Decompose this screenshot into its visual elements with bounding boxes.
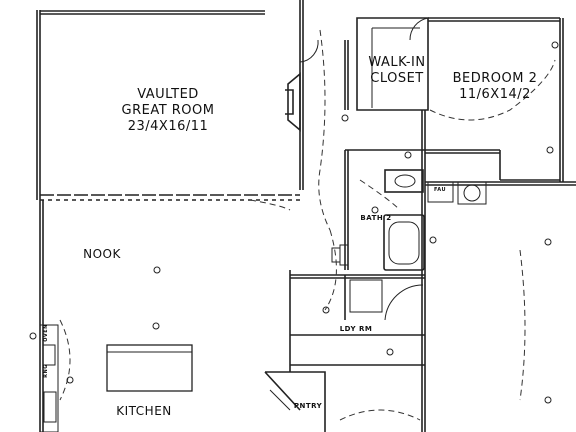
wall-bedroom-bottom: [425, 149, 560, 181]
wall-closet: [356, 17, 429, 111]
wall-top-left: [40, 10, 265, 15]
electrical-runs: [59, 29, 556, 421]
oven-label: OVEN: [43, 324, 49, 342]
kitchen-island: [106, 344, 193, 392]
bathtub: [383, 214, 425, 271]
great-room-name-line1: VAULTED: [137, 87, 199, 102]
great-room-name-line2: GREAT ROOM: [121, 103, 215, 118]
vanity: [384, 169, 424, 193]
tub-inner: [388, 221, 420, 265]
great-room-label: VAULTED GREAT ROOM 23/4X16/11: [108, 87, 228, 135]
washer: [349, 279, 383, 313]
bath2-label: BATH 2: [360, 214, 392, 222]
bedroom2-dims: 11/6X14/2: [459, 87, 531, 102]
range-label: RNG: [43, 364, 49, 378]
fau-unit: [427, 181, 454, 203]
fau-label: FAU: [433, 187, 447, 193]
closet-label: WALK-IN CLOSET: [358, 55, 436, 87]
great-room-dims: 23/4X16/11: [127, 119, 209, 134]
door-arc-closet: [409, 17, 429, 41]
wall-bottom-right: [421, 300, 426, 432]
wall-great-room-left: [36, 10, 41, 200]
fireplace: [285, 72, 301, 132]
wall-hall-right: [421, 110, 426, 300]
pantry-shelf: [269, 389, 291, 411]
bedroom2-label: BEDROOM 2 11/6X14/2: [440, 71, 550, 103]
sink: [394, 174, 416, 188]
wall-laundry-bottom: [290, 334, 425, 366]
nook-label: NOOK: [83, 247, 121, 261]
wall-laundry: [289, 270, 425, 372]
cooktop: [42, 344, 56, 366]
kitchen-sink: [43, 391, 57, 423]
kitchen-label: KITCHEN: [116, 404, 172, 418]
water-heater: [457, 181, 487, 205]
wall-closet-left: [344, 40, 349, 110]
kitchen-counter: [39, 324, 59, 432]
closet-name-line2: CLOSET: [370, 71, 424, 86]
wall-bedroom-top: [428, 17, 560, 22]
laundry-door-arc: [384, 284, 424, 321]
wall-pantry: [264, 371, 326, 432]
door-arc-great: [299, 39, 319, 63]
pantry-label: PNTRY: [293, 402, 323, 410]
wall-bedroom-right: [559, 18, 564, 182]
bedroom2-name: BEDROOM 2: [452, 71, 538, 86]
laundry-label: LDY RM: [339, 325, 373, 333]
electrical-symbols: [29, 41, 559, 404]
closet-name-line1: WALK-IN: [368, 55, 426, 70]
closet-shelf: [371, 27, 420, 108]
